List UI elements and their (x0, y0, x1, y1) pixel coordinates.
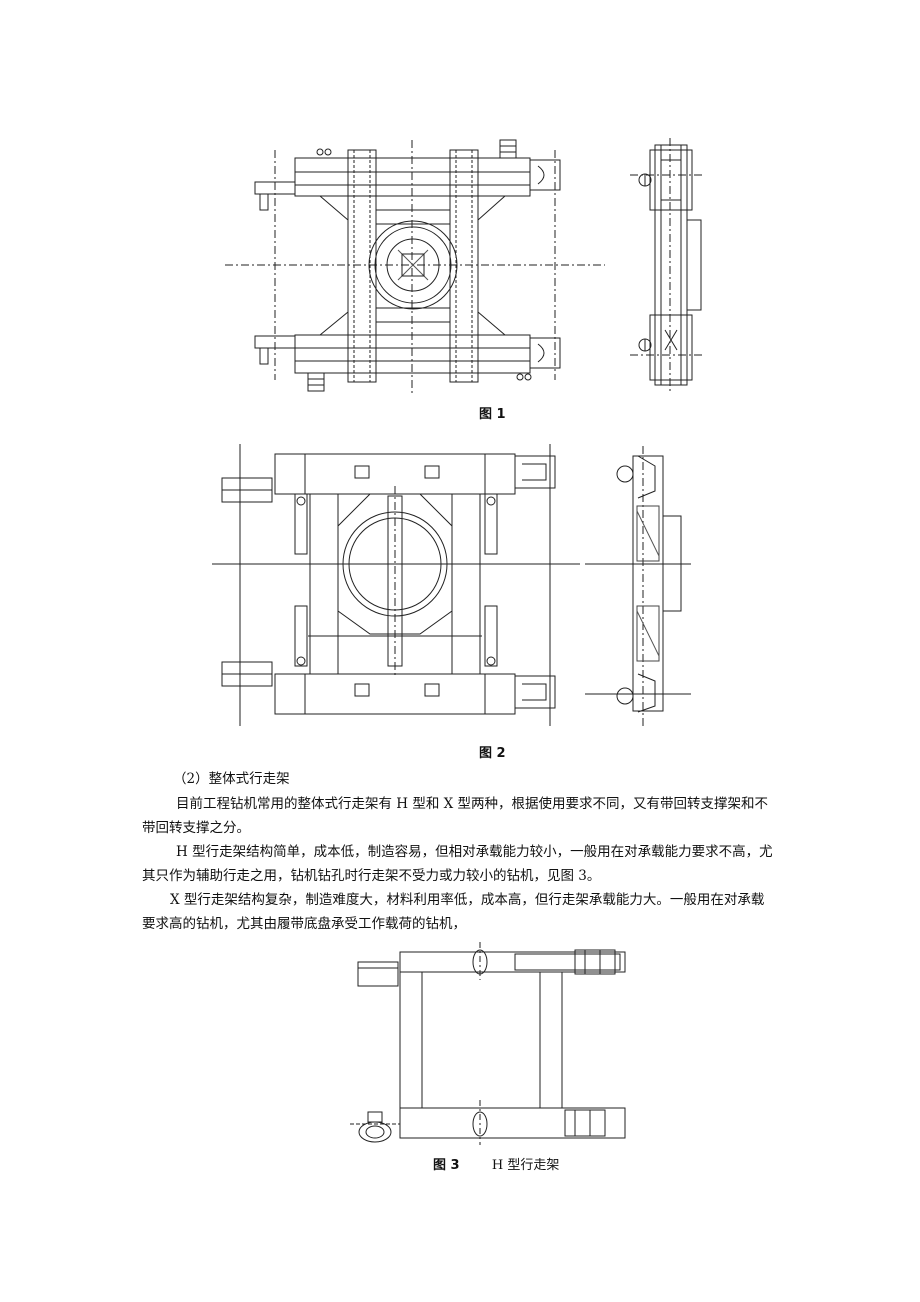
paragraph-1-line-2: 带回转支撑之分。 (142, 820, 250, 836)
figure-2-caption: 图 2 (479, 746, 506, 761)
figure-2-plan-view (212, 444, 580, 726)
figure-1-caption: 图 1 (479, 407, 506, 422)
paragraph-3-line-1: X 型行走架结构复杂，制造难度大，材料利用率低，成本高，但行走架承载能力大。一般… (170, 892, 765, 908)
paragraph-3-line-2: 要求高的钻机，尤其由履带底盘承受工作载荷的钻机， (142, 916, 466, 932)
paragraph-2-line-1: H 型行走架结构简单，成本低，制造容易，但相对承载能力较小，一般用在对承载能力要… (176, 844, 773, 860)
figure-3-caption-text: H 型行走架 (491, 1158, 560, 1173)
paragraph-1-line-1: 目前工程钻机常用的整体式行走架有 H 型和 X 型两种，根据使用要求不同，又有带… (176, 796, 769, 812)
section-heading: （2）整体式行走架 (173, 771, 290, 787)
figure-2-side-view (585, 446, 691, 726)
figure-1-side-view (630, 138, 705, 392)
figure-3-caption: 图 3 H 型行走架 (433, 1154, 559, 1173)
figure-1-plan-view (225, 139, 605, 395)
figure-3-caption-number: 图 3 (433, 1158, 460, 1173)
figure-3-h-frame (350, 942, 626, 1145)
paragraph-2-line-2: 其只作为辅助行走之用，钻机钻孔时行走架不受力或力较小的钻机，见图 3。 (142, 868, 601, 884)
